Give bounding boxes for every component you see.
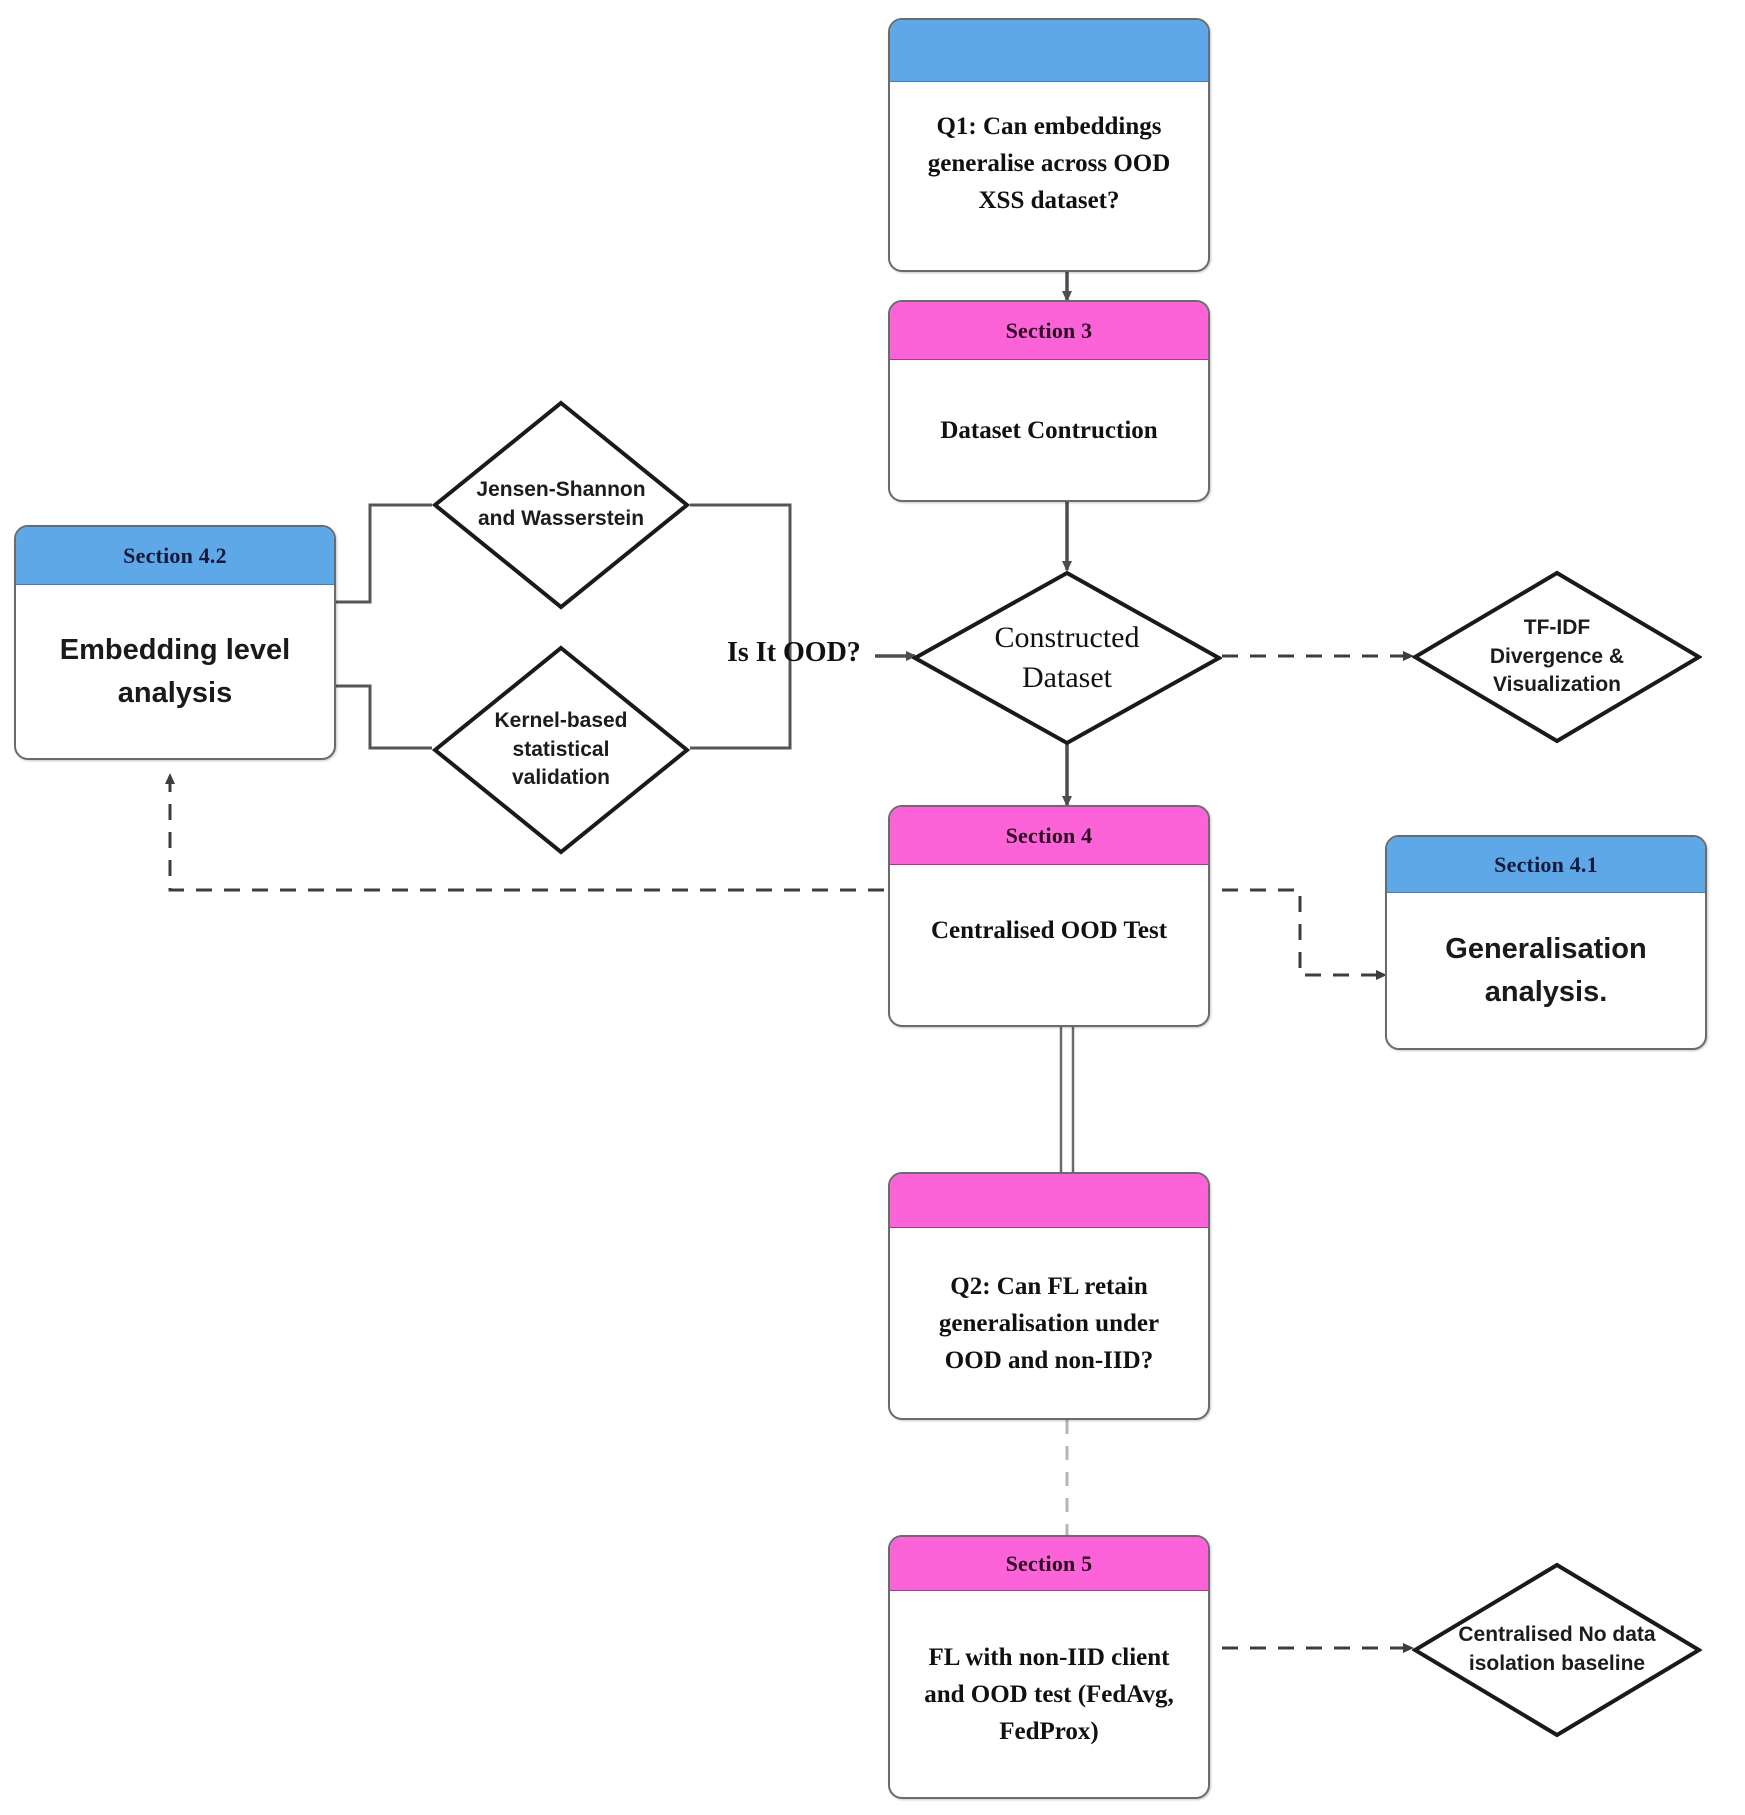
node-kernel-based[interactable]: Kernel-based statistical validation — [432, 645, 690, 855]
edge-section42-to-jensen — [336, 503, 432, 604]
node-section42-body: Embedding level analysis — [59, 633, 291, 709]
diamond-shape — [912, 570, 1222, 746]
edge-section4-to-section42 — [165, 773, 912, 892]
node-section5-header: Section 5 — [890, 1537, 1208, 1591]
edge-jensen-to-rail — [690, 503, 792, 750]
node-constructed-dataset-label: Constructed Dataset — [994, 620, 1140, 695]
node-q1-header — [890, 20, 1208, 82]
node-q2-header — [890, 1174, 1208, 1228]
node-q1-body: Q1: Can embeddings generalise across OOD… — [927, 113, 1171, 214]
node-kernel-based-label: Kernel-based statistical validation — [494, 708, 628, 790]
node-section42-header: Section 4.2 — [16, 527, 334, 585]
node-section3-body: Dataset Contruction — [940, 416, 1158, 444]
node-section4[interactable]: Section 4 Centralised OOD Test — [888, 805, 1210, 1027]
edge-section4-to-section41 — [1222, 888, 1387, 980]
node-section42[interactable]: Section 4.2 Embedding level analysis — [14, 525, 336, 760]
node-tfidf-label: TF-IDF Divergence & Visualization — [1489, 615, 1625, 697]
node-centralised-baseline[interactable]: Centralised No data isolation baseline — [1412, 1562, 1702, 1738]
node-jensen-shannon-label: Jensen-Shannon and Wasserstein — [476, 478, 646, 530]
diamond-shape — [432, 400, 690, 610]
diamond-shape — [1412, 1562, 1702, 1738]
node-tfidf[interactable]: TF-IDF Divergence & Visualization — [1412, 570, 1702, 744]
node-q1[interactable]: Q1: Can embeddings generalise across OOD… — [888, 18, 1210, 272]
node-section3[interactable]: Section 3 Dataset Contruction — [888, 300, 1210, 502]
edge-label-is-it-ood: Is It OOD? — [727, 637, 861, 668]
edge-section42-to-kernel — [336, 684, 432, 750]
node-section41[interactable]: Section 4.1 Generalisation analysis. — [1385, 835, 1707, 1050]
node-section41-header: Section 4.1 — [1387, 837, 1705, 893]
diamond-shape — [1412, 570, 1702, 744]
node-q2[interactable]: Q2: Can FL retain generalisation under O… — [888, 1172, 1210, 1420]
node-section4-header: Section 4 — [890, 807, 1208, 865]
node-section5[interactable]: Section 5 FL with non-IID client and OOD… — [888, 1535, 1210, 1799]
node-section3-header: Section 3 — [890, 302, 1208, 360]
node-q2-body: Q2: Can FL retain generalisation under O… — [938, 1272, 1160, 1374]
node-section4-body: Centralised OOD Test — [930, 916, 1168, 944]
node-section5-body: FL with non-IID client and OOD test (Fed… — [924, 1643, 1174, 1745]
node-centralised-baseline-label: Centralised No data isolation baseline — [1458, 1623, 1656, 1675]
node-section41-body: Generalisation analysis. — [1445, 932, 1647, 1008]
node-constructed-dataset[interactable]: Constructed Dataset — [912, 570, 1222, 746]
diamond-shape — [432, 645, 690, 855]
node-jensen-shannon[interactable]: Jensen-Shannon and Wasserstein — [432, 400, 690, 610]
